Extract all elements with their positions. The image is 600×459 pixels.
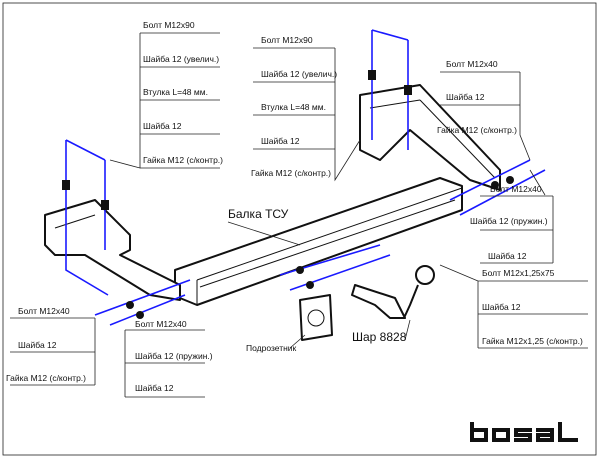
label: Гайка М12х1,25 (с/контр.) [482, 336, 583, 346]
bosal-logo [470, 422, 578, 442]
bolts [62, 29, 546, 326]
label: Болт М12х40 [135, 319, 187, 329]
label: Шайба 12 [143, 121, 182, 131]
label: Шайба 12 (пружин.) [135, 351, 213, 361]
label: Болт М12х40 [446, 59, 498, 69]
beam-label: Балка ТСУ [228, 207, 289, 221]
socket-plate [299, 294, 333, 341]
label: Болт М12х90 [143, 20, 195, 30]
label: Втулка L=48 мм. [143, 87, 208, 97]
ball-mount [351, 265, 435, 319]
right-bracket [359, 84, 501, 191]
label-group-right-mid: Болт М12х40 Шайба 12 (пружин.) Шайба 12 [470, 184, 548, 261]
label-group-top-mid: Болт М12х90 Шайба 12 (увелич.) Втулка L=… [251, 35, 337, 178]
label: Шайба 12 (пружин.) [470, 216, 548, 226]
label: Шайба 12 [135, 383, 174, 393]
label: Гайка М12 (с/контр.) [251, 168, 331, 178]
label: Шайба 12 [488, 251, 527, 261]
label-group-right-bottom: Болт М12х1,25х75 Шайба 12 Гайка М12х1,25… [482, 268, 583, 346]
label: Шайба 12 [261, 136, 300, 146]
label: Шайба 12 (увелич.) [261, 69, 337, 79]
label: Гайка М12 (с/контр.) [6, 373, 86, 383]
label: Болт М12х40 [490, 184, 542, 194]
label-group-bottom-left: Болт М12х40 Шайба 12 Гайка М12 (с/контр.… [6, 306, 86, 383]
label: Шайба 12 [482, 302, 521, 312]
leader-lines [10, 32, 588, 398]
socket-plate-label: Подрозетник [246, 343, 297, 353]
left-bracket [44, 199, 181, 301]
ball-label: Шар 8828 [352, 330, 407, 344]
label: Шайба 12 [18, 340, 57, 350]
label-group-top-right: Болт М12х40 Шайба 12 Гайка М12 (с/контр.… [437, 59, 517, 135]
towbar-beam [174, 177, 463, 306]
label: Гайка М12 (с/контр.) [437, 125, 517, 135]
label: Болт М12х40 [18, 306, 70, 316]
label: Шайба 12 (увелич.) [143, 54, 219, 64]
label: Втулка L=48 мм. [261, 102, 326, 112]
label: Шайба 12 [446, 92, 485, 102]
label-group-top-left: Болт М12х90 Шайба 12 (увелич.) Втулка L=… [143, 20, 223, 165]
label: Гайка М12 (с/контр.) [143, 155, 223, 165]
label: Болт М12х90 [261, 35, 313, 45]
label-group-bottom-mid: Болт М12х40 Шайба 12 (пружин.) Шайба 12 [135, 319, 213, 393]
label: Болт М12х1,25х75 [482, 268, 555, 278]
